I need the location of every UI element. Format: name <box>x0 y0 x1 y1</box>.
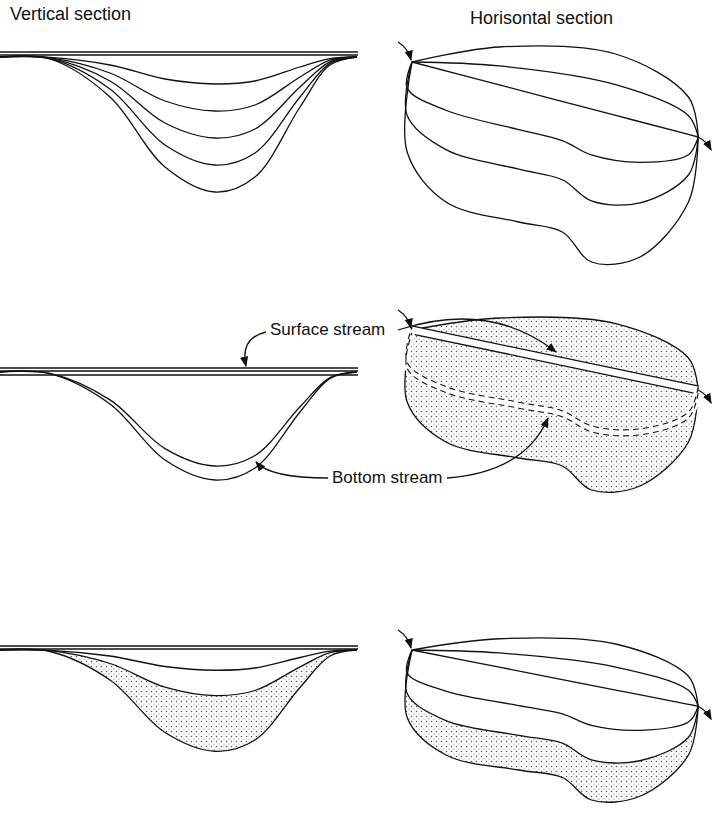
bottom-water-shading <box>405 650 698 802</box>
inflow-arrow <box>398 630 411 648</box>
inflow-arrow <box>398 42 411 60</box>
bottom-stream-band <box>406 330 698 433</box>
leader-arrow <box>256 462 328 478</box>
leader-arrow <box>447 418 548 478</box>
lake-outline <box>405 46 698 265</box>
outflow-arrow <box>698 706 711 719</box>
isotherm-line <box>412 650 698 706</box>
callout-label: Bottom stream <box>330 468 445 488</box>
water-surface-line <box>0 645 358 646</box>
column-heading: Vertical section <box>8 4 133 26</box>
isotherm-line <box>0 56 357 165</box>
isotherm-line <box>412 650 698 706</box>
leader-arrow <box>245 332 266 366</box>
lake-outline <box>405 638 698 803</box>
water-surface-line <box>0 370 358 371</box>
isotherm-line <box>412 62 698 137</box>
isotherm-line <box>0 650 357 696</box>
isotherm-line <box>406 650 698 730</box>
isotherm-line <box>406 62 698 162</box>
outflow-arrow <box>698 137 711 150</box>
surface-stream-band <box>412 330 698 390</box>
column-heading: Horisontal section <box>468 8 615 30</box>
water-surface-line <box>0 367 358 368</box>
bottom-water-shading <box>0 649 357 751</box>
water-surface-line <box>0 51 358 52</box>
bottom-stream-line <box>0 371 357 466</box>
isotherm-line <box>0 56 357 138</box>
surface-stream-band <box>412 330 698 390</box>
basin-outline <box>0 371 357 480</box>
water-surface-line <box>0 54 358 55</box>
outflow-arrow <box>698 390 711 403</box>
leader-arrow <box>398 319 556 352</box>
inflow-arrow <box>398 310 411 328</box>
water-surface-line <box>0 648 358 649</box>
basin-outline <box>0 649 357 751</box>
lake-outline <box>405 317 698 492</box>
isotherm-line <box>0 57 357 112</box>
basin-outline <box>0 56 357 192</box>
callout-label: Surface stream <box>268 320 387 340</box>
isotherm-line <box>406 650 699 763</box>
isotherm-line <box>405 62 698 205</box>
isotherm-line <box>412 62 698 137</box>
isotherm-line <box>0 650 357 670</box>
isotherm-line <box>0 57 357 84</box>
